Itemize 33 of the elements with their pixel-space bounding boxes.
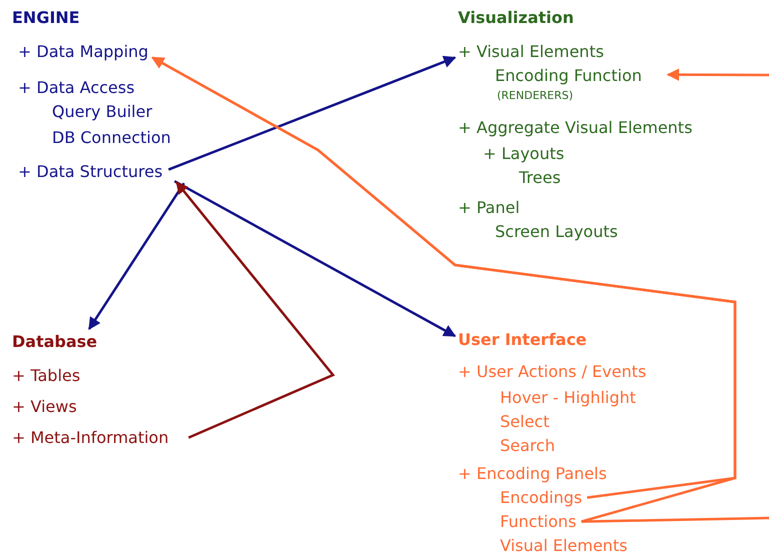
section-heading: Database: [12, 332, 98, 352]
arrow: [88, 182, 186, 330]
list-item: Encoding Function: [495, 66, 642, 86]
list-item: Encodings: [500, 488, 582, 508]
note: (RENDERERS): [497, 89, 574, 102]
arrow: [176, 181, 335, 439]
list-item: + Panel: [458, 198, 520, 218]
list-item: + Data Structures: [18, 162, 163, 182]
list-item: Visual Elements: [500, 536, 628, 554]
list-item: + Views: [12, 397, 77, 416]
list-item: DB Connection: [52, 128, 171, 148]
list-item: Select: [500, 412, 550, 432]
list-item: + Visual Elements: [458, 42, 604, 62]
section-heading: ENGINE: [12, 8, 80, 28]
list-item: Trees: [519, 168, 561, 188]
section-heading: Visualization: [458, 8, 574, 28]
arrow: [174, 180, 456, 338]
arrow: [168, 56, 456, 171]
list-item: + Aggregate Visual Elements: [458, 118, 692, 138]
list-item: Hover - Highlight: [500, 388, 636, 408]
list-item: Screen Layouts: [495, 222, 618, 242]
list-item: + Encoding Panels: [458, 464, 607, 484]
list-item: Search: [500, 436, 555, 456]
arrow: [666, 68, 769, 81]
list-item: + Data Access: [18, 78, 135, 98]
list-item: + Layouts: [483, 144, 564, 164]
section-heading: User Interface: [458, 330, 587, 350]
list-item: Query Builer: [52, 102, 152, 122]
list-item: + User Actions / Events: [458, 362, 646, 382]
list-item: Functions: [500, 512, 576, 532]
list-item: + Data Mapping: [18, 42, 148, 62]
list-item: + Meta-Information: [12, 428, 169, 448]
list-item: + Tables: [12, 366, 80, 386]
